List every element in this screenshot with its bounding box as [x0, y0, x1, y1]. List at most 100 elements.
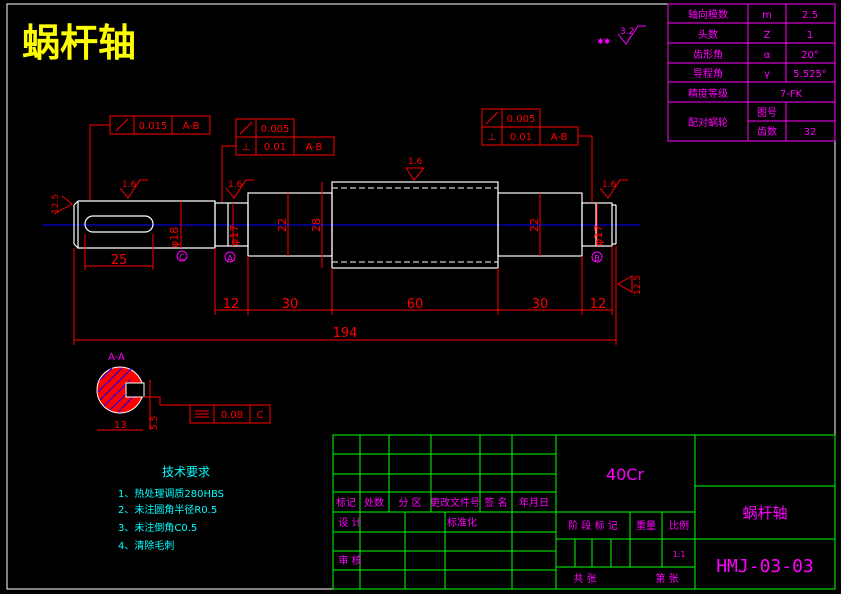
param-label: 头数	[698, 28, 718, 41]
worm-pitch-lines	[332, 187, 498, 263]
header-mark: 标记	[336, 497, 356, 509]
drawing-title: 蜗杆轴	[22, 21, 136, 65]
note-item: 1、热处理调质280HBS	[118, 487, 224, 500]
svg-text:A: A	[227, 254, 233, 263]
title-block-text: 40Cr 蜗杆轴 HMJ-03-03 标记 处数 分 区 更改文件号 签 名 年…	[336, 465, 814, 585]
svg-text:A-B: A-B	[551, 132, 568, 143]
worm-parameter-rows: 轴向模数 m 2.5 头数 Z 1 齿形角 α 20° 导程角 γ 5.525°…	[688, 8, 827, 138]
svg-text:194: 194	[333, 326, 358, 341]
svg-text:A-B: A-B	[183, 121, 200, 132]
length-dims	[73, 234, 617, 345]
param-symbol: α	[764, 50, 771, 61]
tol-right: 0.005 ⊥ 0.01 A-B	[481, 108, 593, 202]
diameter-labels: φ18 φ17 22 28 22 φ17	[168, 218, 605, 248]
scale-value: 1:1	[673, 550, 686, 559]
mating-teeth: 齿数	[757, 125, 777, 138]
svg-text:⊥: ⊥	[242, 142, 251, 153]
standard-label: 标准化	[447, 516, 477, 529]
technical-notes: 技术要求 1、热处理调质280HBS 2、未注圆角半径R0.5 3、未注倒角C0…	[118, 465, 224, 552]
header-sign: 签 名	[484, 496, 507, 509]
param-label: 齿形角	[693, 49, 723, 61]
param-value: 2.5	[802, 10, 818, 21]
svg-text:C: C	[179, 253, 185, 262]
weight-label: 重量	[636, 519, 656, 532]
worm-parameter-table	[667, 3, 836, 142]
title-block	[332, 434, 836, 590]
svg-text:5.5: 5.5	[150, 416, 160, 430]
param-symbol: γ	[764, 69, 770, 80]
param-label: 轴向模数	[688, 8, 728, 21]
svg-text:12: 12	[590, 297, 607, 312]
tol-mid-left: 0.005 ⊥ 0.01 A-B	[221, 118, 335, 202]
svg-text:1.6: 1.6	[228, 180, 243, 190]
svg-text:30: 30	[282, 297, 299, 312]
length-labels: 25 12 30 60 30 12 194	[111, 253, 607, 341]
note-item: 3、未注倒角C0.5	[118, 521, 197, 534]
datum-markers: A B C	[176, 250, 603, 263]
roughness-symbols: 1.6 1.6 1.6 1.6 12.5 12.5	[51, 157, 643, 295]
svg-text:0.005: 0.005	[261, 124, 290, 135]
svg-text:A-B: A-B	[306, 142, 323, 153]
mating-teeth-value: 32	[804, 127, 817, 138]
diameter-dims	[180, 182, 598, 268]
header-change-doc: 更改文件号	[430, 496, 480, 509]
param-label: 精度等级	[688, 87, 728, 100]
svg-text:0.005: 0.005	[507, 114, 536, 125]
svg-text:30: 30	[532, 297, 549, 312]
svg-text:28: 28	[310, 218, 323, 232]
notes-heading: 技术要求	[162, 465, 210, 479]
param-symbol: m	[762, 10, 772, 21]
svg-text:22: 22	[276, 218, 289, 232]
total-sheets: 共 张	[573, 573, 596, 585]
global-roughness-symbol: 3.2 ✱✱	[597, 25, 646, 46]
scale-label: 比例	[669, 519, 689, 532]
svg-text:0.015: 0.015	[139, 121, 168, 132]
stage-label: 阶 段 标 记	[568, 519, 618, 532]
part-name: 蜗杆轴	[742, 504, 787, 522]
svg-text:1.6: 1.6	[122, 180, 137, 190]
tol-left-runout: 0.015 A-B	[89, 115, 211, 200]
svg-text:φ17: φ17	[592, 225, 605, 246]
header-count: 处数	[364, 496, 384, 509]
svg-text:12: 12	[223, 297, 240, 312]
header-zone: 分 区	[398, 497, 421, 509]
param-value: 20°	[801, 50, 819, 61]
svg-text:12.5: 12.5	[633, 275, 643, 295]
header-date: 年月日	[519, 496, 549, 509]
svg-text:φ18: φ18	[168, 227, 181, 248]
svg-text:25: 25	[111, 253, 128, 268]
svg-text:1.6: 1.6	[408, 157, 423, 167]
svg-text:60: 60	[407, 297, 424, 312]
keyway-slot	[84, 215, 154, 233]
svg-text:✱✱: ✱✱	[597, 37, 611, 46]
svg-text:22: 22	[528, 218, 541, 232]
svg-text:0.01: 0.01	[510, 132, 532, 143]
svg-text:12.5: 12.5	[51, 194, 61, 214]
svg-text:3.2: 3.2	[620, 27, 634, 37]
design-label: 设 计	[338, 516, 361, 529]
param-value: 1	[807, 30, 813, 41]
section-a-a: A-A 13 5.5 0.08 C	[96, 352, 271, 431]
svg-text:1.6: 1.6	[602, 180, 617, 190]
note-item: 4、清除毛刺	[118, 539, 174, 552]
svg-text:0.08: 0.08	[221, 410, 243, 421]
sheet-number: 第 张	[655, 572, 678, 585]
param-value: 7-FK	[780, 89, 803, 100]
svg-text:B: B	[594, 254, 600, 263]
svg-text:A-A: A-A	[108, 352, 125, 363]
review-label: 审 核	[338, 554, 361, 567]
svg-text:φ17: φ17	[228, 225, 241, 246]
material: 40Cr	[606, 465, 645, 484]
mating-drawing-no: 图号	[757, 107, 777, 119]
svg-text:13: 13	[114, 420, 127, 431]
param-label: 导程角	[693, 68, 723, 80]
note-item: 2、未注圆角半径R0.5	[118, 503, 217, 516]
svg-text:0.01: 0.01	[264, 142, 286, 153]
svg-text:⊥: ⊥	[488, 132, 497, 143]
mating-label: 配对蜗轮	[688, 116, 728, 129]
param-value: 5.525°	[793, 69, 827, 80]
param-symbol: Z	[764, 30, 771, 41]
drawing-number: HMJ-03-03	[716, 556, 814, 577]
svg-text:C: C	[257, 410, 264, 421]
